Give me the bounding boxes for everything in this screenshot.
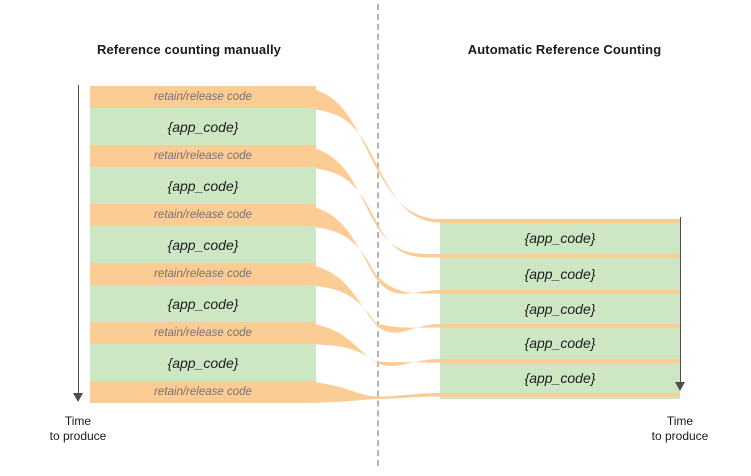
right-time-axis-line [680,217,681,384]
center-divider-dashed-line [377,4,379,466]
left-band-label: {app_code} [167,354,239,371]
right-time-axis-label-line1: Time [666,414,694,428]
left-band-retain-2: retain/release code [90,145,316,167]
left-time-axis-label-line1: Time [64,414,92,428]
left-band-label: {app_code} [167,295,239,312]
left-band-app-4: {app_code} [90,285,316,322]
right-separator-4 [440,359,680,363]
right-separator-1 [440,254,680,258]
left-band-retain-1: retain/release code [90,86,316,108]
left-band-label: retain/release code [154,91,252,103]
right-row-3: {app_code} [440,293,680,324]
right-separator-2 [440,290,680,294]
left-time-axis-label-line2: to produce [49,429,107,443]
left-band-label: retain/release code [154,268,252,280]
right-separator-0 [440,219,680,223]
ribbon-1 [290,86,680,223]
left-time-axis-arrowhead [73,393,83,402]
left-band-label: retain/release code [154,209,252,221]
right-row-1: {app_code} [440,222,680,254]
left-band-label: {app_code} [167,236,239,253]
right-time-axis-label: Time to produce [620,414,740,444]
left-band-retain-5: retain/release code [90,322,316,344]
right-column-heading: Automatic Reference Counting [467,42,662,57]
right-time-axis-label-line2: to produce [651,429,709,443]
right-row-5: {app_code} [440,362,680,393]
left-time-axis-line [78,85,79,395]
right-row-label: {app_code} [524,265,596,282]
right-separator-5 [440,393,680,397]
left-band-label: {app_code} [167,177,239,194]
left-band-label: {app_code} [167,118,239,135]
left-band-retain-3: retain/release code [90,204,316,226]
left-band-label: retain/release code [154,150,252,162]
left-band-app-3: {app_code} [90,226,316,263]
right-row-label: {app_code} [524,369,596,386]
left-band-label: retain/release code [154,327,252,339]
right-separator-3 [440,324,680,328]
right-row-label: {app_code} [524,300,596,317]
left-band-app-5: {app_code} [90,344,316,381]
right-row-label: {app_code} [524,230,596,247]
left-band-retain-6: retain/release code [90,381,316,403]
left-time-axis-label: Time to produce [18,414,138,444]
left-band-label: retain/release code [154,386,252,398]
right-row-label: {app_code} [524,335,596,352]
left-band-app-2: {app_code} [90,167,316,204]
left-column-heading: Reference counting manually [96,42,282,57]
right-row-4: {app_code} [440,327,680,359]
right-row-2: {app_code} [440,257,680,290]
left-band-app-1: {app_code} [90,108,316,145]
right-time-axis-arrowhead [675,382,685,391]
left-band-retain-4: retain/release code [90,263,316,285]
